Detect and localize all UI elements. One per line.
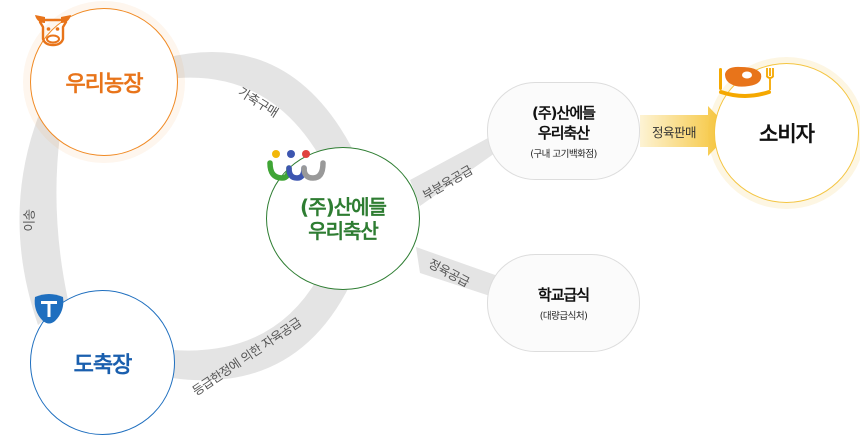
store-subtitle: (구내 고기백화점) — [530, 148, 597, 160]
t-bone-steak-icon — [34, 294, 64, 324]
cow-head-icon — [35, 15, 71, 47]
slaughterhouse-name: 도축장 — [73, 352, 133, 378]
center-name-line2: 우리축산 — [308, 218, 379, 243]
flow-label-transport: 이송 — [21, 209, 37, 232]
farm-name: 우리농장 — [65, 72, 144, 97]
steak-plate-icon — [719, 66, 775, 98]
slaughterhouse-node: 도축장 — [30, 290, 175, 435]
store-node: (주)산에들 우리축산 (구내 고기백화점) — [487, 82, 640, 180]
flow-label-meat-sale: 정육판매 — [652, 125, 697, 140]
arrow-farm-to-slaughterhouse — [19, 112, 68, 325]
store-name-line1: (주)산에들 — [532, 103, 596, 122]
people-logo-icon — [267, 150, 326, 181]
center-name-line1: (주)산에들 — [300, 194, 387, 219]
consumer-name: 소비자 — [759, 122, 815, 146]
farm-node: 우리농장 — [30, 8, 178, 156]
arrow-slaughterhouse-to-center — [172, 278, 350, 381]
arrow-farm-to-center — [165, 52, 352, 157]
school-node: 학교급식 (대량급식처) — [487, 254, 640, 352]
arrow-center-to-school — [416, 247, 506, 302]
center-node: (주)산에들 우리축산 — [266, 147, 420, 290]
school-name: 학교급식 — [537, 285, 590, 304]
school-subtitle: (대량급식처) — [539, 310, 588, 322]
arrow-center-to-store — [410, 115, 512, 206]
store-name-line2: 우리축산 — [537, 123, 590, 142]
consumer-node: 소비자 — [714, 63, 859, 203]
arrow-store-to-consumer — [640, 106, 732, 156]
